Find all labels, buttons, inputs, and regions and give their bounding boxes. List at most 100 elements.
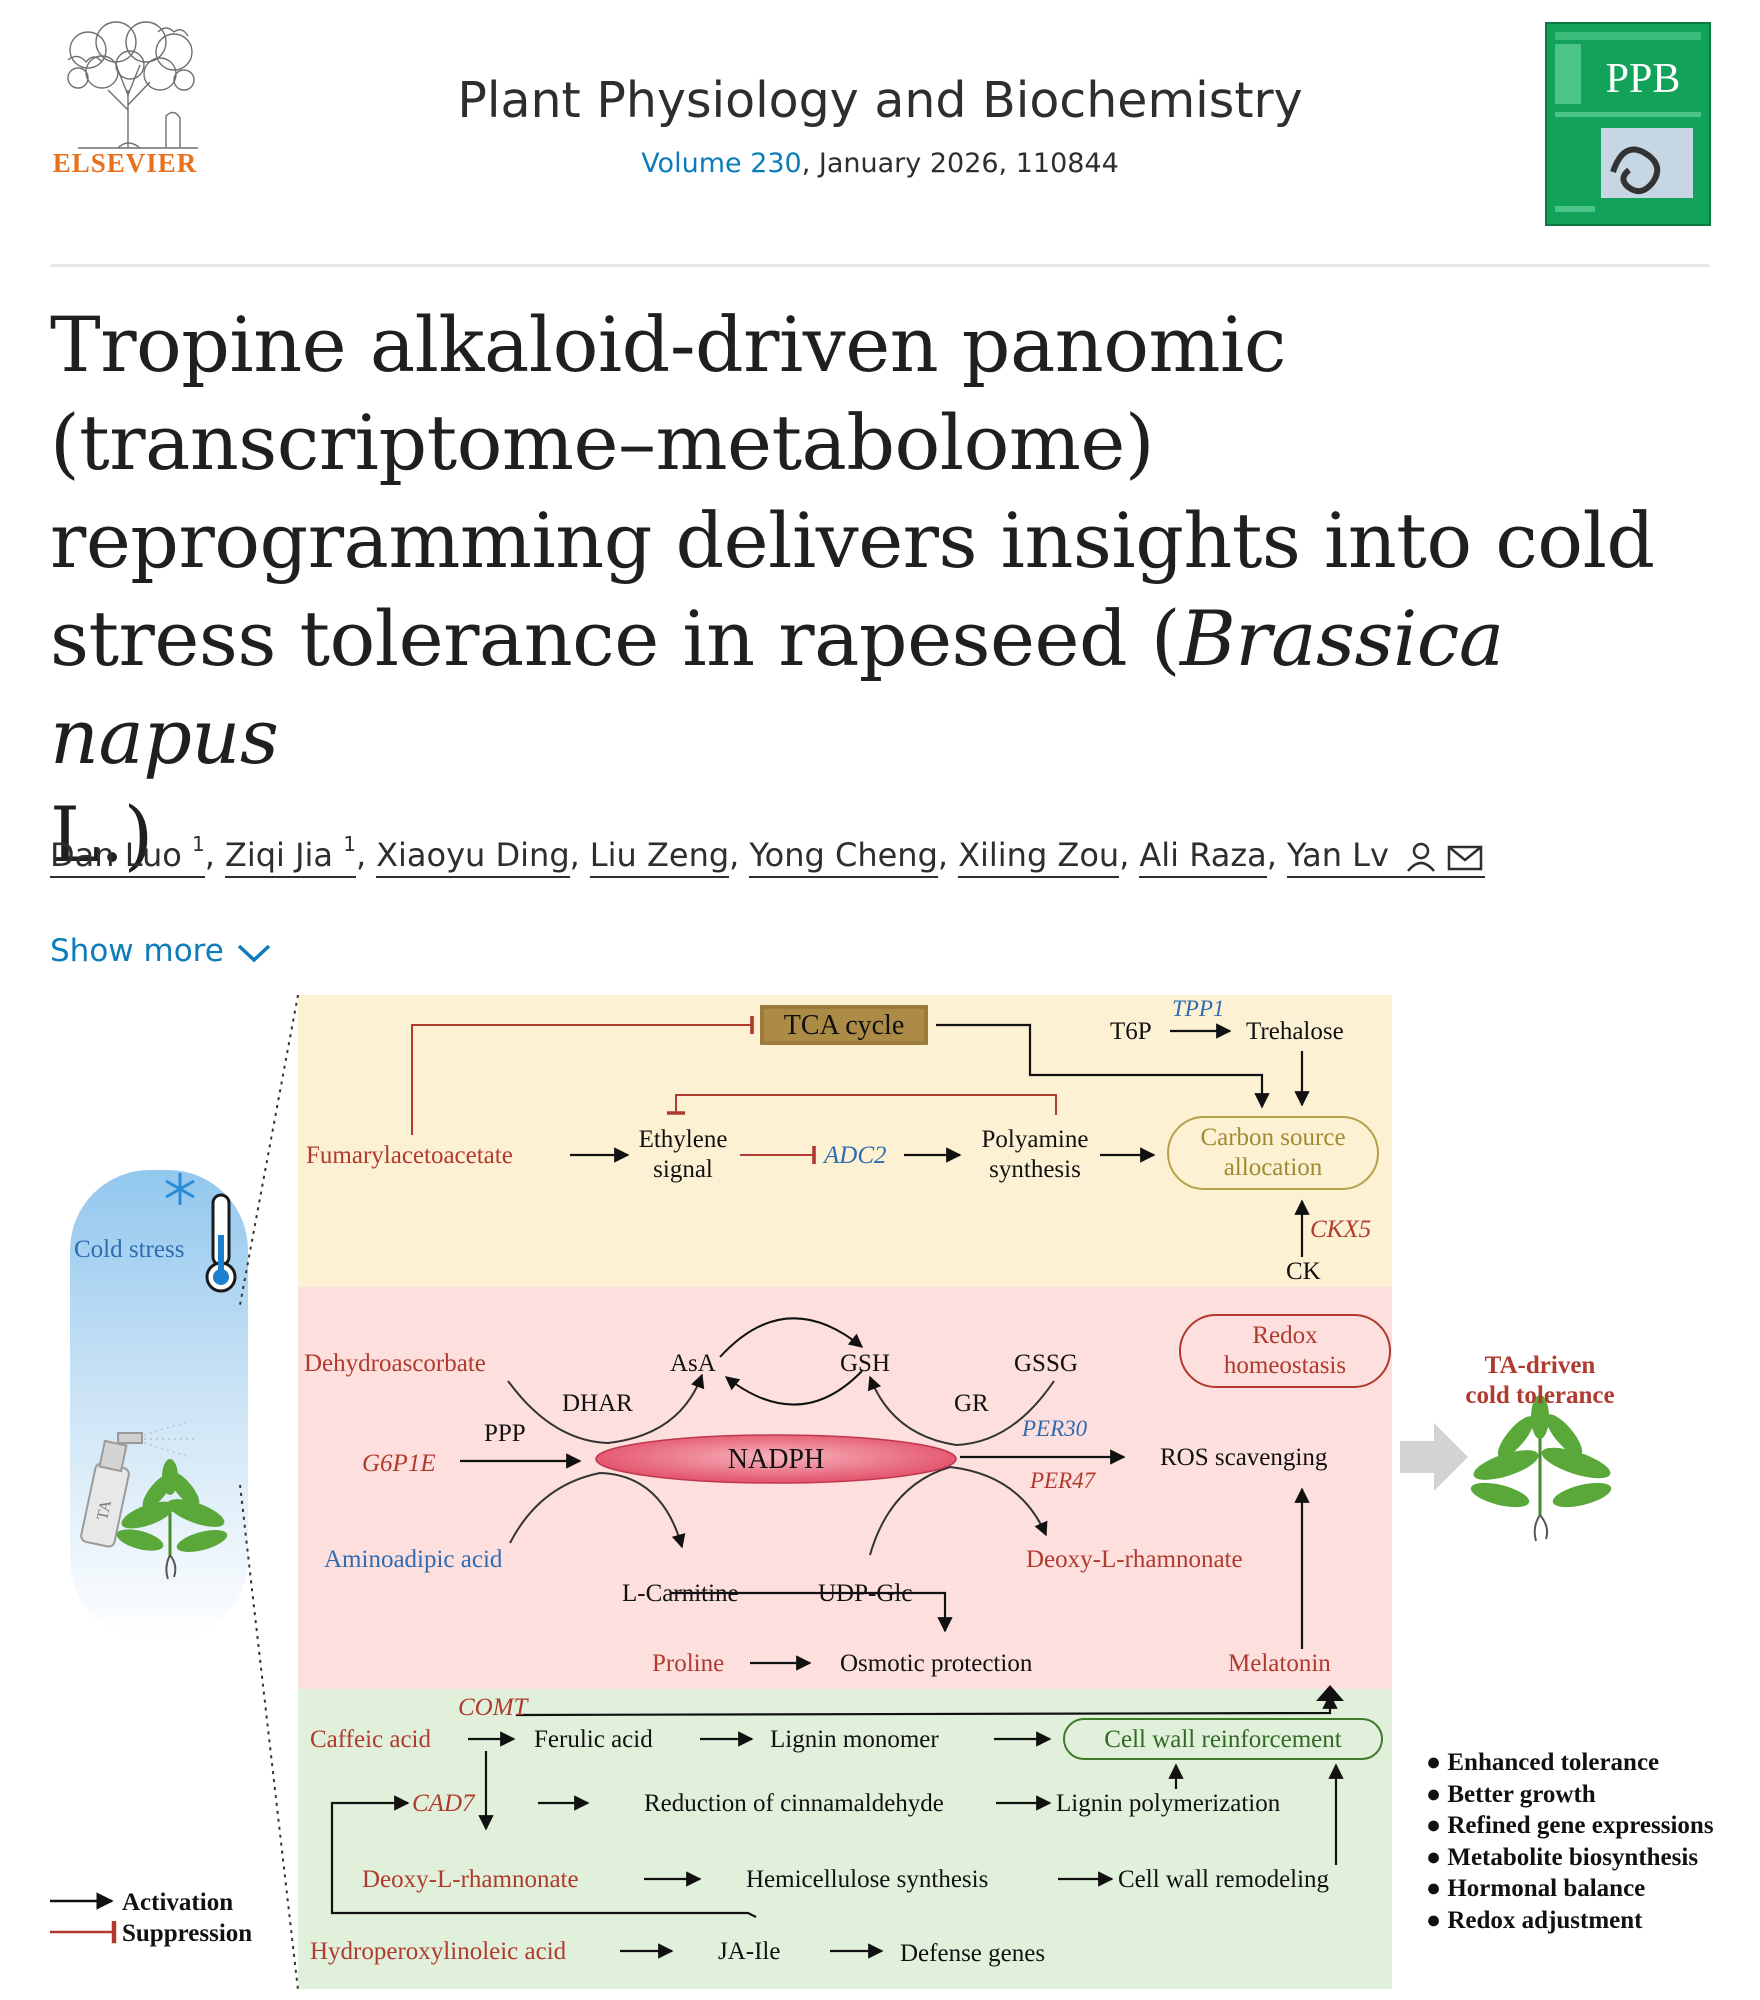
snowflake-icon [165,1173,195,1205]
carbon-source-allocation-label: Carbon source allocation [1168,1123,1378,1183]
elsevier-wordmark[interactable]: ELSEVIER [52,148,198,178]
title-line: L.) [50,790,153,879]
osmotic-protection-label: Osmotic protection [840,1650,1033,1677]
outcome-bullet: ● Refined gene expressions [1426,1812,1714,1839]
author-name: Dan Luo [50,836,182,874]
sprayer-bottle-icon: TA [80,1420,196,1548]
ck-label: CK [1286,1258,1321,1285]
ckx5-label: CKX5 [1310,1216,1372,1243]
zoom-line-top [239,995,299,1306]
outcome-bullet: ● Redox adjustment [1426,1906,1643,1934]
plant-icon-right [1470,1395,1612,1542]
species-name: Brassica napus [50,594,1504,781]
author-link[interactable]: Yong Cheng [749,836,938,878]
author-separator: , [569,836,580,874]
thermometer-icon [205,1193,237,1293]
tca-cycle-box [760,1005,928,1045]
journal-cover-thumbnail[interactable]: PPB [1545,22,1711,226]
author-separator: , [937,836,949,874]
tca-cycle-label: TCA cycle [783,1010,905,1041]
journal-title[interactable]: Plant Physiology and Biochemistry [457,72,1303,129]
aminoadipic-acid-label: Aminoadipic acid [324,1546,503,1573]
title-line: (transcriptome–metabolome) [50,398,1155,487]
outcome-bullet-text: Refined gene expressions [1447,1812,1714,1839]
defense-genes-label: Defense genes [900,1940,1046,1967]
title-line: Tropine alkaloid-driven panomic [50,300,1286,389]
cell-wall-reinforcement-pill [1063,1718,1383,1760]
outcome-title-line: TA-driven [1484,1352,1596,1379]
carbon-source-pill [1167,1116,1379,1190]
per47-label: PER47 [1030,1468,1096,1493]
ja-ile-label: JA-Ile [718,1938,781,1965]
hydroperoxylinoleic-acid-label: Hydroperoxylinoleic acid [310,1938,567,1965]
graphical-abstract: TA [40,995,1740,1990]
author-link[interactable]: Liu Zeng [589,836,730,878]
outcome-bullet: ● Better growth [1426,1780,1596,1808]
article-title: Tropine alkaloid-driven panomic (transcr… [50,296,1720,884]
gsh-label: GSH [840,1350,891,1377]
envelope-icon[interactable] [1445,840,1485,874]
signal-text: signal [653,1156,713,1183]
lignin-polymerization-label: Lignin polymerization [1056,1790,1281,1817]
nadph-label: NADPH [727,1444,825,1475]
deoxy-rhamnonate-bottom-label: Deoxy-L-rhamnonate [362,1866,579,1893]
person-icon[interactable] [1403,840,1439,874]
tpp1-label: TPP1 [1172,996,1225,1021]
proline-label: Proline [652,1650,725,1677]
gssg-label: GSSG [1014,1350,1078,1377]
chevron-down-icon [237,944,271,962]
cold-stress-label: Cold stress [74,1236,185,1263]
l-carnitine-label: L-Carnitine [622,1580,739,1607]
outcome-bullet: ● Hormonal balance [1426,1875,1646,1902]
fumarylacetoacetate-label: Fumarylacetoacetate [306,1142,513,1169]
author-name: Yan Lv [1286,836,1389,874]
author-list: Dan Luo 1,Ziqi Jia 1,Xiaoyu Ding,Liu Zen… [50,832,1730,886]
show-more-toggle[interactable]: Show more [50,933,272,969]
outcome-bullet-text: Enhanced tolerance [1447,1749,1660,1776]
header-divider [50,264,1710,267]
author-link[interactable]: Ziqi Jia 1 [224,832,356,878]
t6p-label: T6P [1110,1018,1152,1045]
zoom-line-bottom [239,1484,299,1990]
elsevier-tree-logo[interactable] [48,20,208,180]
author-link[interactable]: Ali Raza [1139,836,1267,878]
dehydroascorbate-label: Dehydroascorbate [304,1350,486,1377]
author-affiliation: 1 [343,832,356,856]
outcome-bullet-text: Better growth [1447,1780,1596,1808]
outcome-bullet: ● Metabolite biosynthesis [1426,1843,1699,1871]
cell-wall-remodeling-label: Cell wall remodeling [1118,1866,1330,1893]
homeostasis-text: homeostasis [1223,1352,1347,1379]
reduction-cinnamaldehyde-label: Reduction of cinnamaldehyde [644,1790,944,1817]
outcome-title: TA-driven cold tolerance [1440,1351,1640,1411]
deoxy-rhamnonate-label: Deoxy-L-rhamnonate [1026,1546,1243,1573]
asa-label: AsA [670,1350,716,1377]
author-link[interactable]: Xiling Zou [958,836,1120,878]
volume-link[interactable]: Volume 230 [641,148,802,179]
outcome-arrow [1400,1423,1468,1491]
outcome-bullet-text: Redox adjustment [1447,1906,1643,1934]
hemicellulose-synthesis-label: Hemicellulose synthesis [746,1866,989,1893]
carbon-source-text: Carbon source [1200,1124,1346,1151]
author-link[interactable]: Xiaoyu Ding [376,836,570,878]
adc2-label: ADC2 [824,1142,887,1169]
author-link[interactable]: Yan Lv [1286,836,1485,878]
show-more-label: Show more [50,933,224,969]
title-line: reprogramming delivers insights into col… [50,496,1655,585]
cell-wall-reinforcement-label: Cell wall reinforcement [1104,1726,1342,1753]
outcome-title-line: cold tolerance [1465,1382,1615,1409]
ethylene-text: Ethylene [638,1126,728,1153]
author-separator: , [1266,836,1277,874]
author-link[interactable]: Dan Luo 1 [50,832,205,878]
author-name: Ziqi Jia [224,836,334,874]
legend-activation: Activation [122,1889,234,1916]
author-separator: , [204,836,215,874]
caffeic-acid-label: Caffeic acid [310,1726,431,1753]
corresponding-author-icons [1403,836,1485,874]
allocation-text: allocation [1223,1154,1323,1181]
melatonin-label: Melatonin [1228,1650,1331,1677]
redox-homeostasis-pill [1179,1314,1391,1388]
legend-suppression: Suppression [122,1920,253,1947]
issue-date: , January 2026, 110844 [801,148,1119,179]
